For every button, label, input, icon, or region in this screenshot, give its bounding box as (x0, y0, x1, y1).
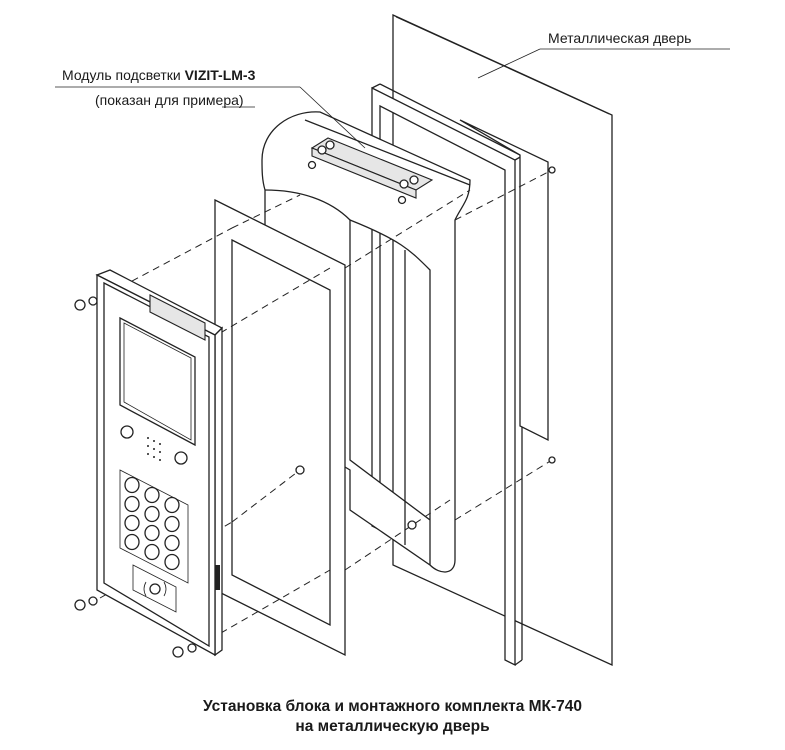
keypad-key (144, 486, 160, 504)
keypad-key (124, 533, 140, 551)
left-button (120, 425, 134, 439)
door-label: Металлическая дверь (548, 30, 692, 46)
keypad-key (144, 505, 160, 523)
right-button (174, 451, 188, 465)
card-reader (132, 564, 177, 613)
display-screen (119, 316, 196, 447)
keypad-key (164, 515, 180, 533)
keypad-key (164, 553, 180, 571)
module-label-model: VIZIT-LM-3 (184, 67, 256, 83)
keypad-key (124, 495, 140, 513)
module-note: (показан для примера) (95, 92, 244, 108)
call-panel (95, 269, 224, 657)
keypad (119, 469, 189, 584)
caption-line-2: на металлическую дверь (295, 718, 490, 735)
keypad-key (124, 476, 140, 494)
module-label-prefix: Модуль подсветки (62, 67, 185, 83)
keypad-key (144, 543, 160, 561)
caption-line-1: Установка блока и монтажного комплекта М… (202, 698, 583, 715)
module-label: Модуль подсветки VIZIT-LM-3 (62, 67, 255, 83)
gasket-frame (214, 198, 346, 657)
leader-lines (55, 48, 730, 149)
keypad-key (124, 514, 140, 532)
keypad-key (164, 496, 180, 514)
metal-door (392, 13, 613, 667)
keypad-key (144, 524, 160, 542)
keypad-key (164, 534, 180, 552)
speaker-grille (147, 437, 161, 461)
lighting-module (307, 137, 434, 205)
